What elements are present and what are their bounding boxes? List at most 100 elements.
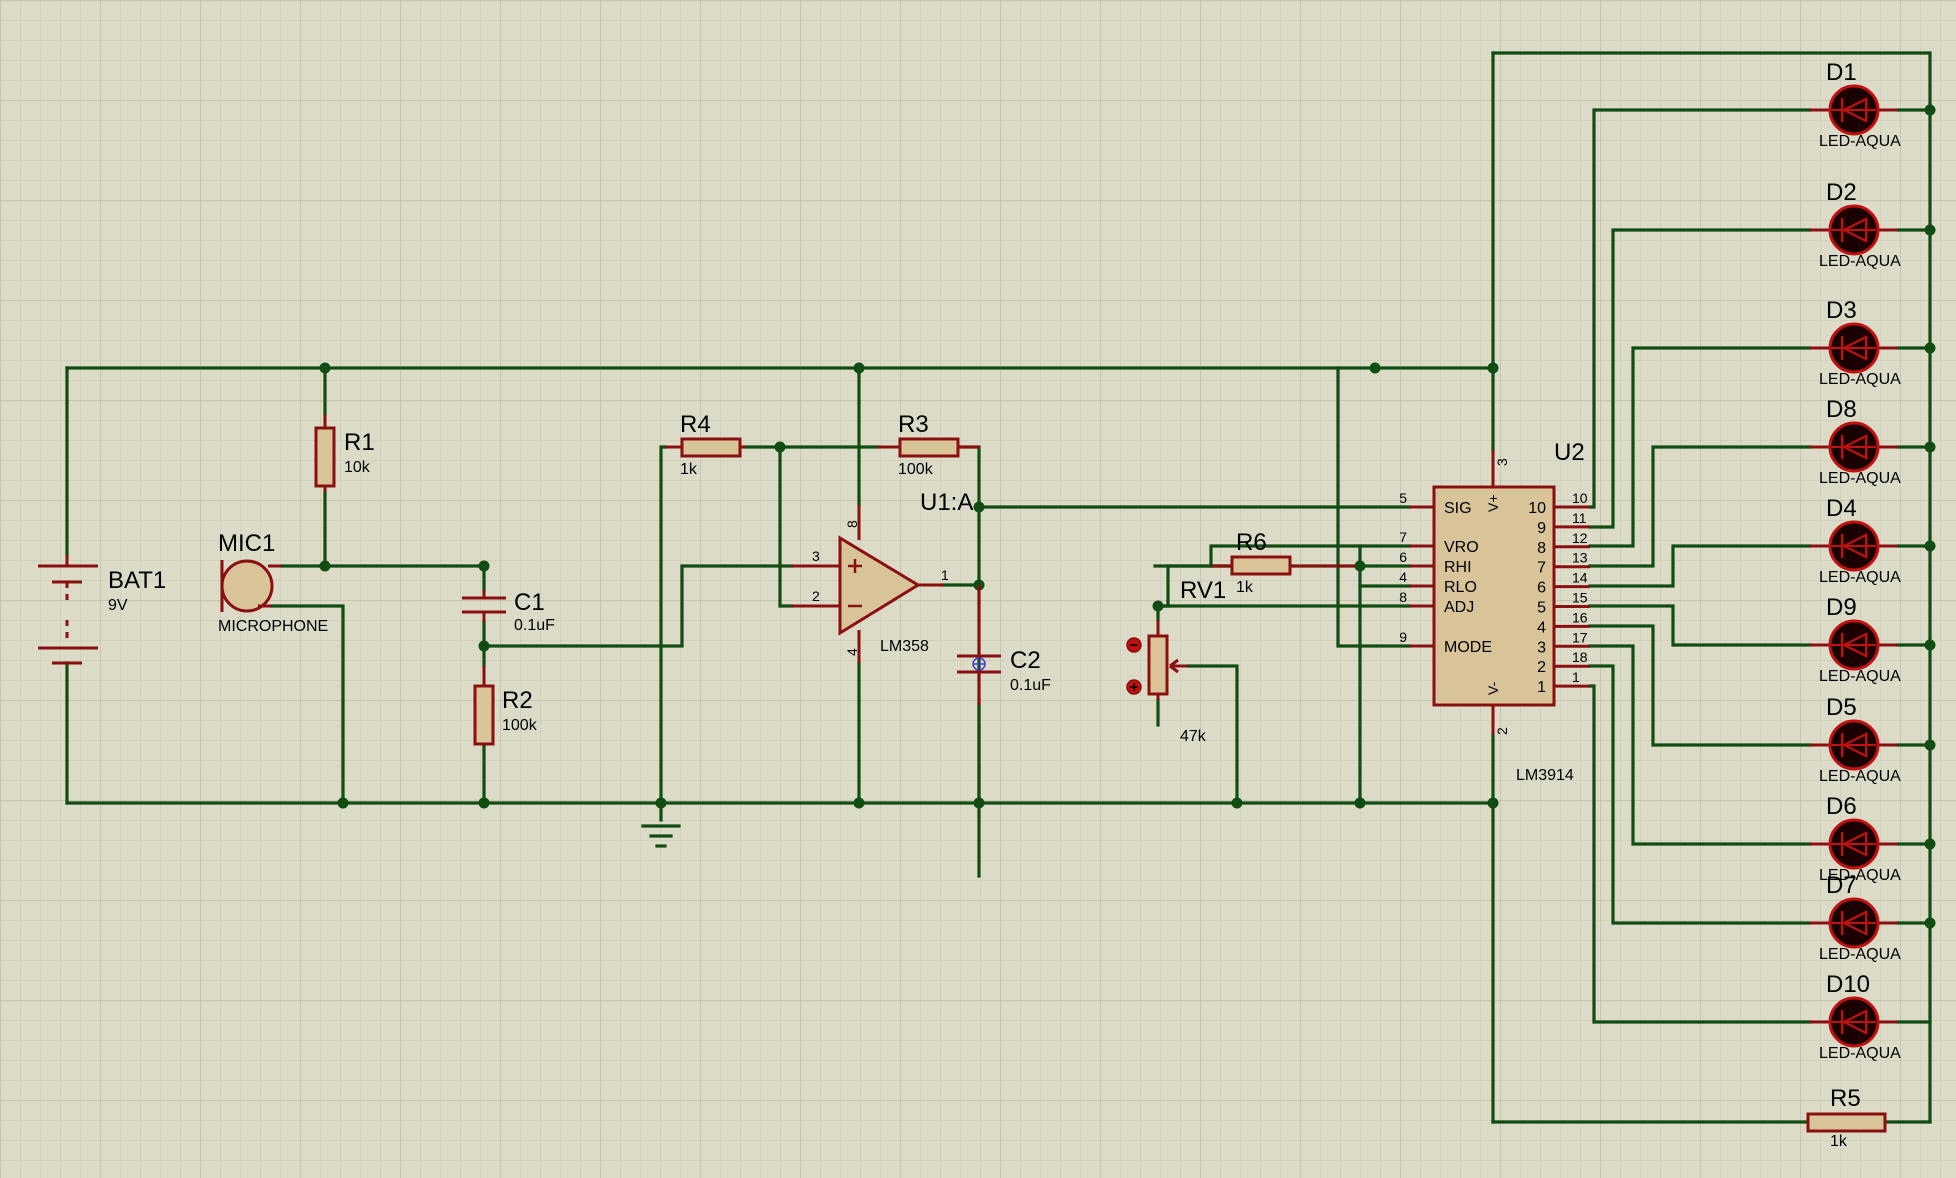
u2-pin-number: 15 bbox=[1572, 590, 1588, 606]
u2-pin-name: 3 bbox=[1537, 639, 1546, 656]
u1-pin8: 8 bbox=[844, 520, 860, 528]
led-value: LED-AQUA bbox=[1819, 371, 1901, 388]
opamp-u1a[interactable]: 3 2 1 8 4 U1:A LM358 bbox=[792, 489, 973, 663]
u2-pin-number: 10 bbox=[1572, 490, 1588, 506]
capacitor-c2[interactable]: C2 0.1uF bbox=[957, 585, 1051, 705]
u2-pin-name: SIG bbox=[1444, 500, 1472, 517]
microphone-mic1[interactable]: MIC1 MICROPHONE bbox=[218, 530, 328, 635]
battery-bat1[interactable]: BAT1 9V bbox=[38, 555, 166, 665]
c1-value: 0.1uF bbox=[514, 617, 555, 634]
led-value: LED-AQUA bbox=[1819, 946, 1901, 963]
u1-ref: U1:A bbox=[920, 489, 973, 516]
u2-pin-number: 7 bbox=[1399, 529, 1407, 545]
c1-ref: C1 bbox=[514, 589, 545, 616]
u2-pin-name: 2 bbox=[1537, 659, 1546, 676]
u1-pin3: 3 bbox=[812, 548, 820, 564]
u2-pin-number: 6 bbox=[1399, 549, 1407, 565]
c2-value: 0.1uF bbox=[1010, 677, 1051, 694]
u2-pin-out-15: 5 15 bbox=[1537, 590, 1590, 617]
led-value: LED-AQUA bbox=[1819, 867, 1901, 884]
u1-pin2: 2 bbox=[812, 588, 820, 604]
r1-value: 10k bbox=[344, 459, 371, 476]
u2-pin-number: 9 bbox=[1399, 629, 1407, 645]
r5-ref: R5 bbox=[1830, 1085, 1861, 1112]
led-ref: D9 bbox=[1826, 594, 1857, 621]
led-ref: D1 bbox=[1826, 59, 1857, 86]
u2-pin-name: RHI bbox=[1444, 559, 1472, 576]
potentiometer-rv1[interactable]: RV1 47k bbox=[1126, 577, 1226, 745]
r6-value: 1k bbox=[1236, 579, 1254, 596]
u2-pin-name: 4 bbox=[1537, 619, 1546, 636]
resistor-r2[interactable]: R2 100k bbox=[473, 666, 538, 746]
r4-value: 1k bbox=[680, 461, 698, 478]
ground-symbol bbox=[641, 824, 681, 848]
led-ref: D2 bbox=[1826, 179, 1857, 206]
u2-pin-out-10: 10 10 bbox=[1528, 490, 1590, 517]
led-value: LED-AQUA bbox=[1819, 253, 1901, 270]
resistor-r6[interactable]: R6 1k bbox=[1211, 529, 1355, 596]
u2-pin-number: 4 bbox=[1399, 569, 1407, 585]
r2-ref: R2 bbox=[502, 687, 533, 714]
u2-pin-name: 10 bbox=[1528, 500, 1546, 517]
rv1-ref: RV1 bbox=[1180, 577, 1226, 604]
r6-ref: R6 bbox=[1236, 529, 1267, 556]
u2-pin-name: 5 bbox=[1537, 600, 1546, 617]
u2-pin-number: 5 bbox=[1399, 490, 1407, 506]
resistor-r1[interactable]: R1 10k bbox=[314, 415, 375, 492]
u2-pin-number: 1 bbox=[1572, 669, 1580, 685]
mic1-value: MICROPHONE bbox=[218, 618, 328, 635]
mic1-ref: MIC1 bbox=[218, 530, 275, 557]
r3-value: 100k bbox=[898, 461, 934, 478]
capacitor-c1[interactable]: C1 0.1uF bbox=[462, 589, 555, 634]
led-ref: D10 bbox=[1826, 971, 1870, 998]
r4-ref: R4 bbox=[680, 411, 711, 438]
bat1-value: 9V bbox=[108, 597, 128, 614]
u2-pin-out-14: 614 bbox=[1537, 570, 1590, 597]
led-value: LED-AQUA bbox=[1819, 470, 1901, 487]
r2-value: 100k bbox=[502, 717, 538, 734]
u2-pin-number: 12 bbox=[1572, 530, 1588, 546]
resistor-r4[interactable]: R4 1k bbox=[665, 411, 745, 478]
u2-pin-name: RLO bbox=[1444, 579, 1477, 596]
bat1-ref: BAT1 bbox=[108, 567, 166, 594]
led-array: D1LED-AQUAD2LED-AQUAD3LED-AQUAD8LED-AQUA… bbox=[1810, 59, 1901, 1062]
u2-pin-out-17: 317 bbox=[1537, 629, 1590, 656]
led-ref: D5 bbox=[1826, 694, 1857, 721]
resistor-r5[interactable]: R5 1k bbox=[1806, 1085, 1887, 1150]
u2-pin-name: 6 bbox=[1537, 580, 1546, 597]
u2-vminus-label: V- bbox=[1485, 681, 1501, 695]
r5-value: 1k bbox=[1830, 1133, 1848, 1150]
u2-pin-out-11: 911 bbox=[1537, 510, 1590, 537]
u2-pin-out-16: 416 bbox=[1537, 609, 1590, 636]
r3-ref: R3 bbox=[898, 411, 929, 438]
u2-pin-out-12: 8 12 bbox=[1537, 530, 1590, 557]
u2-pin-number: 11 bbox=[1572, 510, 1587, 526]
u1-pin4: 4 bbox=[844, 648, 860, 656]
led-value: LED-AQUA bbox=[1819, 569, 1901, 586]
u2-ref: U2 bbox=[1554, 439, 1585, 466]
led-value: LED-AQUA bbox=[1819, 768, 1901, 785]
u2-pin-out-13: 713 bbox=[1537, 550, 1590, 577]
u2-pin-name: 8 bbox=[1537, 540, 1546, 557]
resistor-r3[interactable]: R3 100k bbox=[878, 411, 979, 478]
rv1-value: 47k bbox=[1180, 728, 1207, 745]
led-ref: D4 bbox=[1826, 495, 1857, 522]
led-ref: D3 bbox=[1826, 297, 1857, 324]
